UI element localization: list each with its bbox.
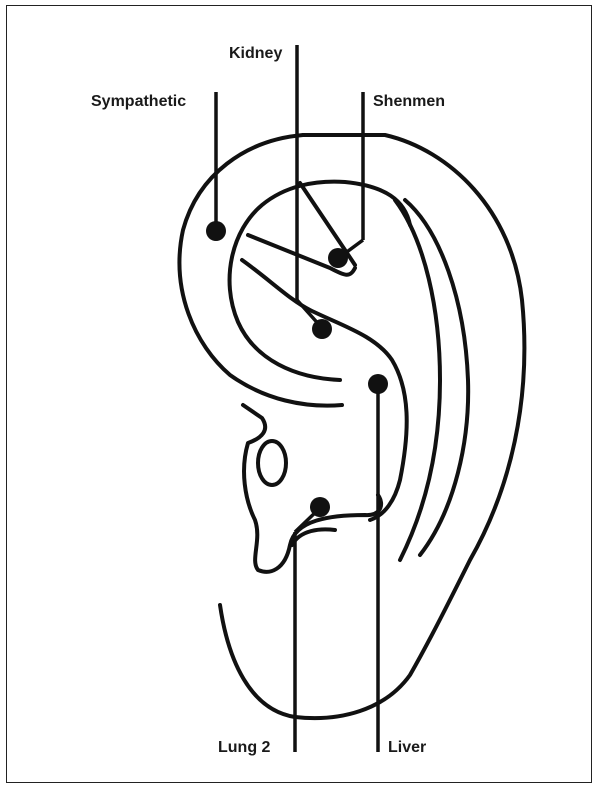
- sympathetic-label: Sympathetic: [91, 93, 186, 110]
- helix-fold-line-1: [405, 200, 468, 555]
- ear-helix-back: [180, 135, 342, 406]
- liver-label: Liver: [388, 739, 426, 756]
- tragus-region: [243, 405, 381, 572]
- kidney-point: [312, 319, 332, 339]
- shenmen-label: Shenmen: [373, 93, 445, 110]
- kidney-label: Kidney: [229, 45, 282, 62]
- intertragic-oval: [258, 441, 286, 485]
- sympathetic-point: [206, 221, 226, 241]
- lung2-label: Lung 2: [218, 739, 271, 756]
- shenmen-point: [328, 248, 348, 268]
- liver-point: [368, 374, 388, 394]
- lung2-point: [310, 497, 330, 517]
